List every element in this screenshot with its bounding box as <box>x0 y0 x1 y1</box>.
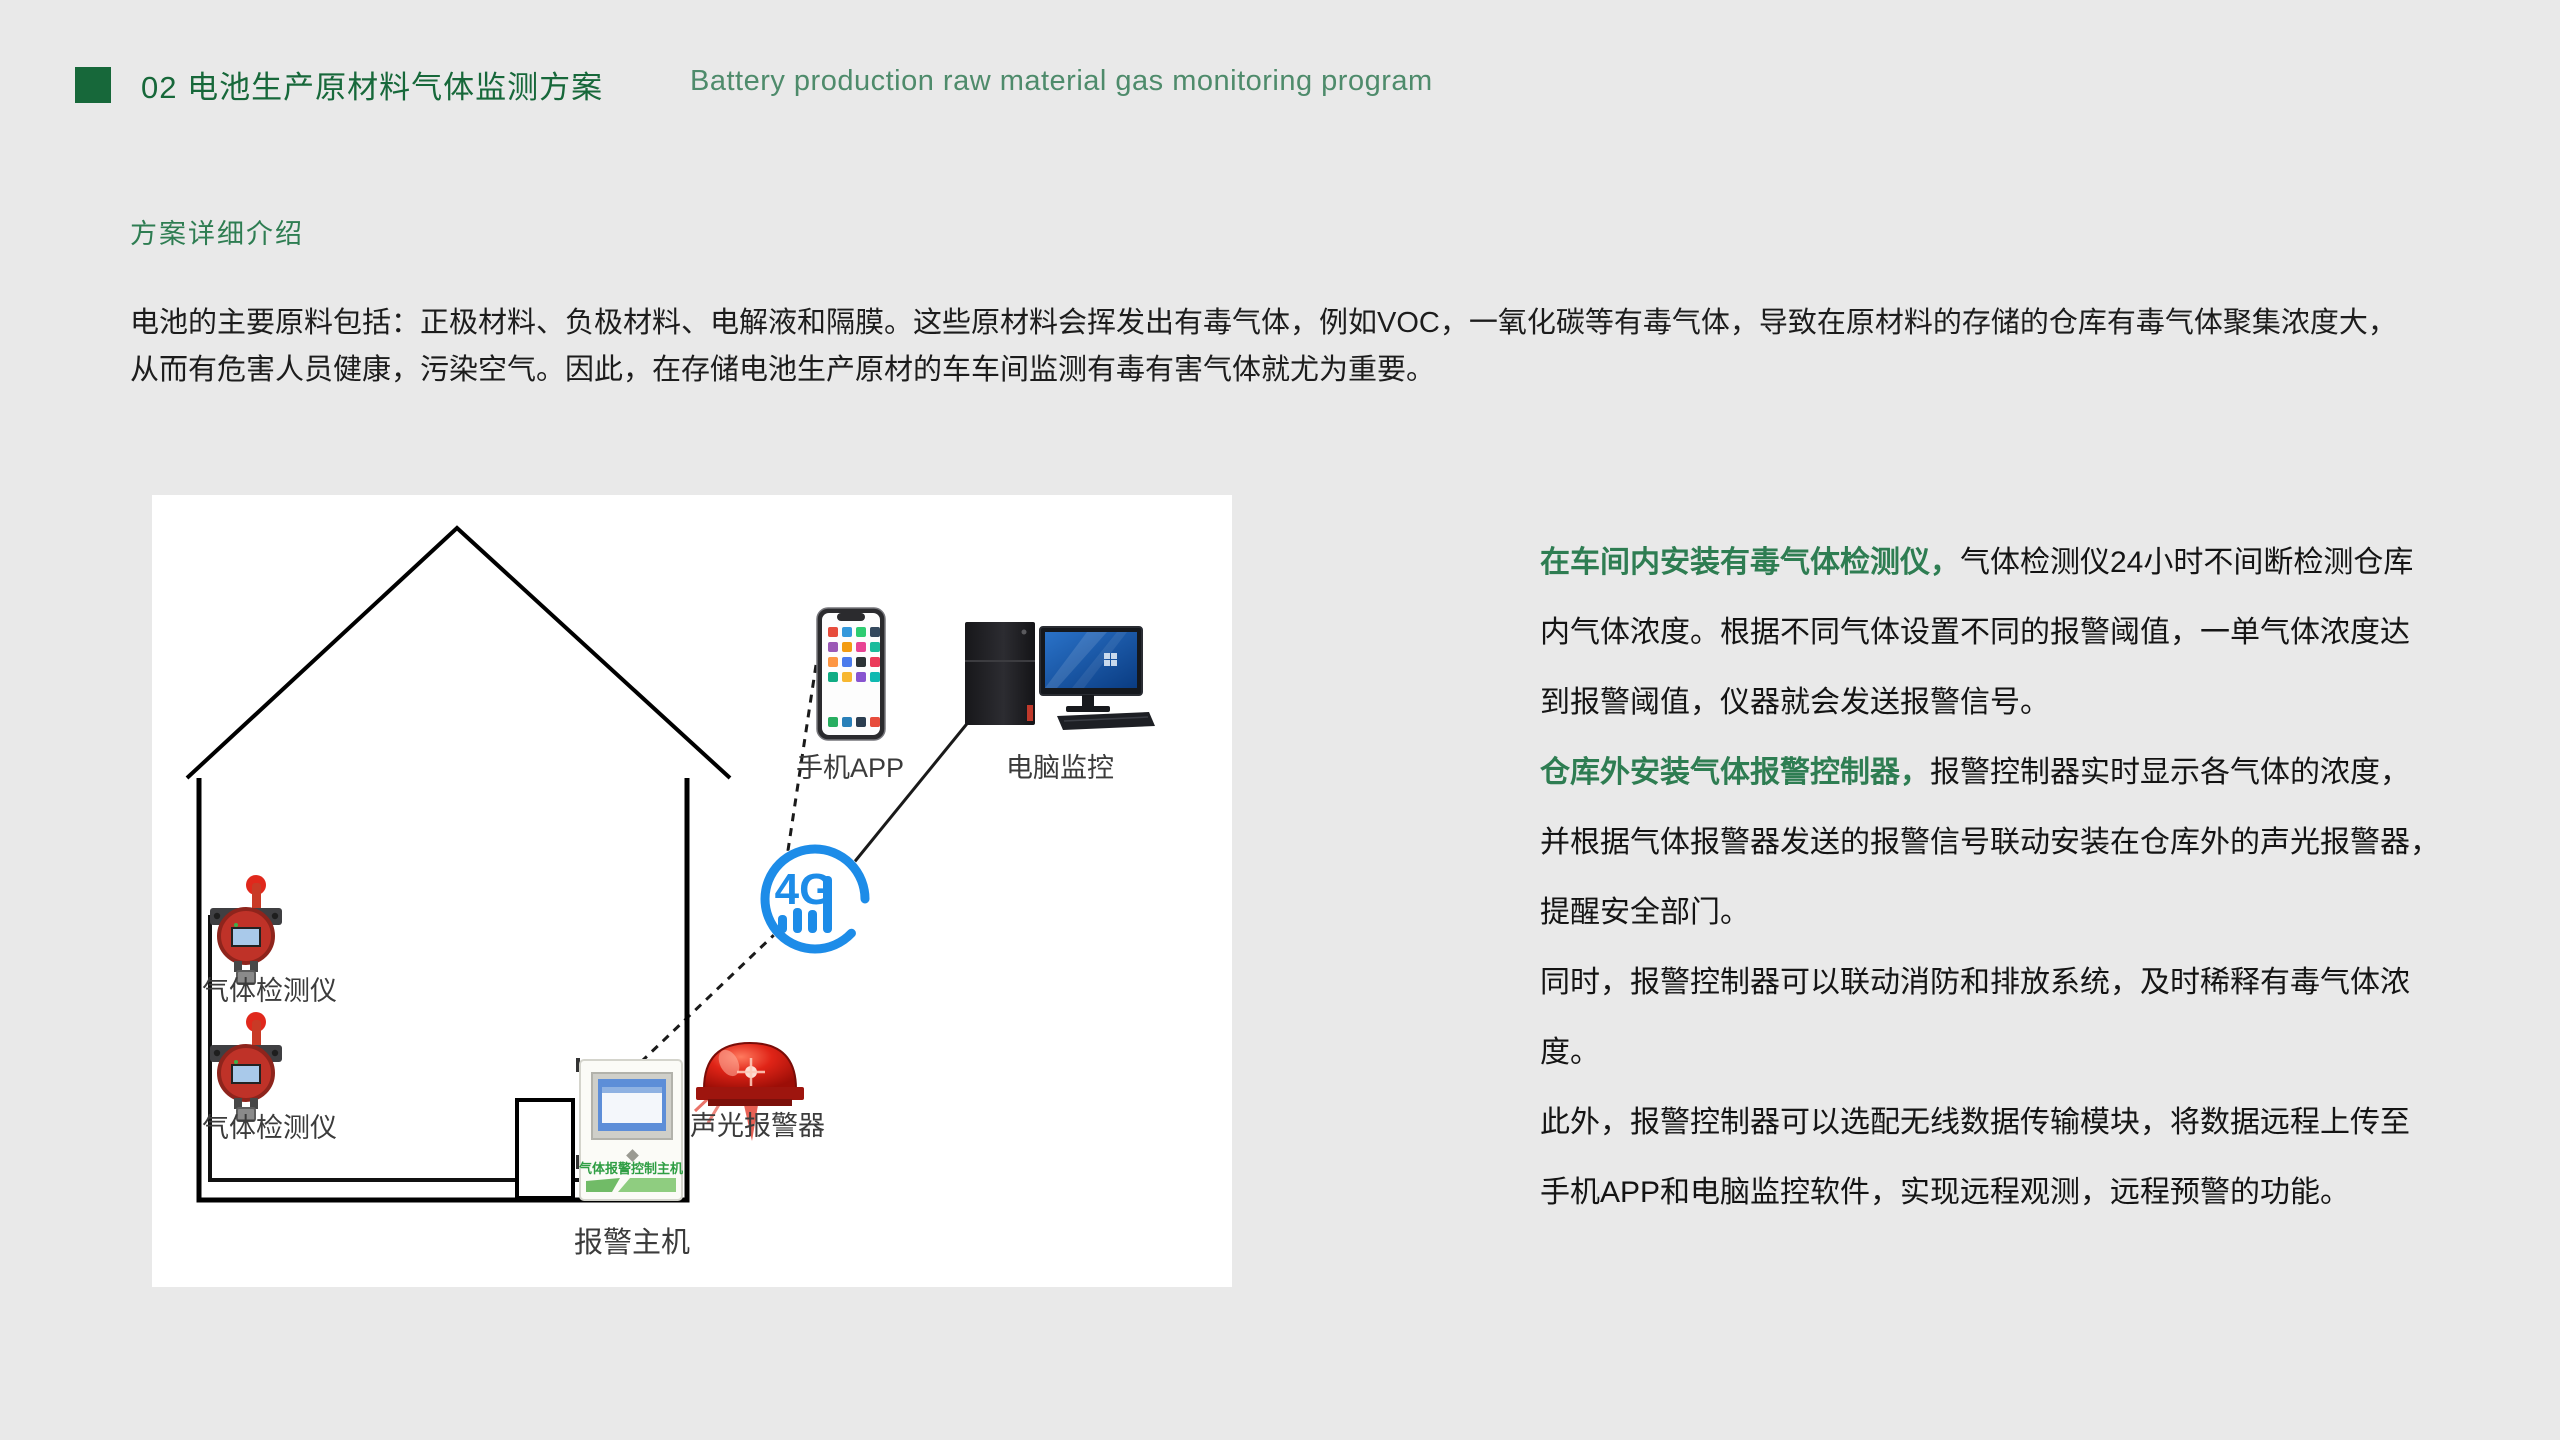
section-label: 方案详细介绍 <box>130 219 304 249</box>
system-diagram: 气体检测仪 气体检测仪 气体报警控制主机 报警主机 <box>152 495 1232 1287</box>
link-phone-4g <box>785 664 818 858</box>
diagram-svg: 气体检测仪 气体检测仪 气体报警控制主机 报警主机 <box>185 525 1155 1259</box>
house-door <box>515 1098 575 1200</box>
connection-lines <box>640 664 972 1063</box>
alarm-host-label: 报警主机 <box>574 1226 690 1259</box>
intro-paragraph: 电池的主要原料包括：正极材料、负极材料、电解液和隔膜。这些原材料会挥发出有毒气体… <box>130 300 2470 394</box>
beacon-icon <box>693 1041 804 1141</box>
solution-line: 仓库外安装气体报警控制器，报警控制器实时显示各气体的浓度， <box>1540 756 2410 789</box>
solution-line: 内气体浓度。根据不同气体设置不同的报警阈值，一单气体浓度达 <box>1540 616 2410 649</box>
gas-detector-1-icon <box>210 875 282 985</box>
4g-network-icon: 4G <box>760 844 870 954</box>
page-title: 02 电池生产原材料气体监测方案 <box>141 70 604 105</box>
gas-detector-2-label: 气体检测仪 <box>202 1113 337 1143</box>
phone-label: 手机APP <box>796 753 904 783</box>
house-walls <box>196 778 690 1203</box>
windows-logo <box>1104 653 1117 666</box>
detector-cable <box>208 915 582 1182</box>
solution-line: 提醒安全部门。 <box>1540 896 1750 929</box>
intro-line-1: 电池的主要原料包括：正极材料、负极材料、电解液和隔膜。这些原材料会挥发出有毒气体… <box>130 307 2397 339</box>
intro-line-2: 从而有危害人员健康，污染空气。因此，在存储电池生产原材的车车间监测有毒有害气体就… <box>130 354 1436 386</box>
gas-detector-2-icon <box>210 1012 282 1122</box>
beacon-label: 声光报警器 <box>690 1111 825 1141</box>
house-roof <box>185 525 732 780</box>
solution-line: 此外，报警控制器可以选配无线数据传输模块，将数据远程上传至 <box>1540 1106 2410 1139</box>
link-4g-host <box>640 930 779 1063</box>
solution-line: 同时，报警控制器可以联动消防和排放系统，及时稀释有毒气体浓 <box>1540 966 2410 999</box>
solution-line: 度。 <box>1540 1036 1600 1069</box>
alarm-host-device-text: 气体报警控制主机 <box>579 1161 683 1176</box>
computer-label: 电脑监控 <box>1006 753 1114 783</box>
alarm-host-icon: 气体报警控制主机 <box>576 1058 683 1201</box>
link-computer-4g <box>850 719 972 866</box>
computer-icon <box>965 622 1155 730</box>
header: 02 电池生产原材料气体监测方案 Battery production raw … <box>75 62 1432 107</box>
phone-app-grid <box>828 627 880 727</box>
header-accent-square <box>75 66 111 103</box>
warehouse-house-outline <box>185 525 732 1203</box>
solution-panel: 在车间内安装有毒气体检测仪，气体检测仪24小时不间断检测仓库内气体浓度。根据不同… <box>1540 528 2450 1228</box>
solution-line: 并根据气体报警器发送的报警信号联动安装在仓库外的声光报警器， <box>1540 826 2440 859</box>
phone-icon <box>816 607 886 741</box>
solution-line: 到报警阈值，仪器就会发送报警信号。 <box>1540 686 2050 719</box>
solution-line: 在车间内安装有毒气体检测仪，气体检测仪24小时不间断检测仓库 <box>1540 546 2414 579</box>
solution-line: 手机APP和电脑监控软件，实现远程观测，远程预警的功能。 <box>1540 1176 2351 1209</box>
gas-detector-1-label: 气体检测仪 <box>202 976 337 1006</box>
page-title-english: Battery production raw material gas moni… <box>690 65 1433 97</box>
